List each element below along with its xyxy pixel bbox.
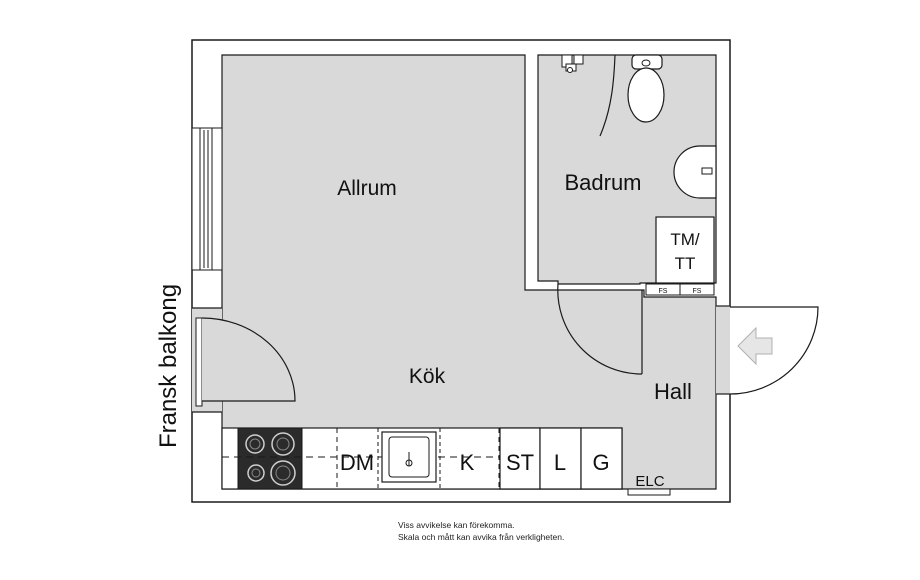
- l-label: L: [554, 450, 566, 475]
- dm-label: DM: [340, 450, 374, 475]
- washer-dryer: [655, 216, 715, 284]
- fs-label-2: FS: [693, 288, 702, 295]
- room-label-hall: Hall: [654, 379, 692, 404]
- shower-curtain: [599, 54, 616, 137]
- disclaimer-line-1: Viss avvikelse kan förekomma.: [398, 520, 515, 530]
- disclaimer-line-2: Skala och mått kan avvika från verklighe…: [398, 532, 565, 542]
- room-label-kok: Kök: [409, 365, 446, 388]
- washbasin-icon: [673, 145, 717, 199]
- g-label: G: [592, 450, 609, 475]
- wall-cabinets-outline: [336, 427, 500, 490]
- st-cabinet: [499, 427, 541, 490]
- balcony-door: [192, 307, 296, 413]
- room-label-badrum: Badrum: [564, 170, 641, 195]
- k-label: K: [460, 450, 475, 475]
- sink-icon: [381, 431, 437, 483]
- shower-icon: [561, 54, 584, 73]
- st-label: ST: [506, 450, 534, 475]
- g-cabinet: [580, 427, 623, 490]
- tmtt-label-line2: TT: [675, 254, 696, 273]
- elc-cabinet: [627, 488, 671, 496]
- entrance-door: [716, 305, 819, 395]
- fs-label-1: FS: [659, 288, 668, 295]
- tmtt-label-line1: TM/: [670, 230, 700, 249]
- disclaimer: Viss avvikelse kan förekomma. Skala och …: [398, 519, 728, 543]
- window: [191, 127, 223, 271]
- bathroom-door: [557, 283, 643, 375]
- balcony-label: Fransk balkong: [155, 284, 182, 448]
- fs-cabinet-2: [679, 283, 715, 296]
- entrance-arrow-icon: [737, 326, 773, 366]
- stove-icon: [237, 427, 303, 490]
- toilet-icon: [627, 54, 665, 123]
- room-label-allrum: Allrum: [337, 177, 397, 200]
- elc-label: ELC: [635, 473, 664, 490]
